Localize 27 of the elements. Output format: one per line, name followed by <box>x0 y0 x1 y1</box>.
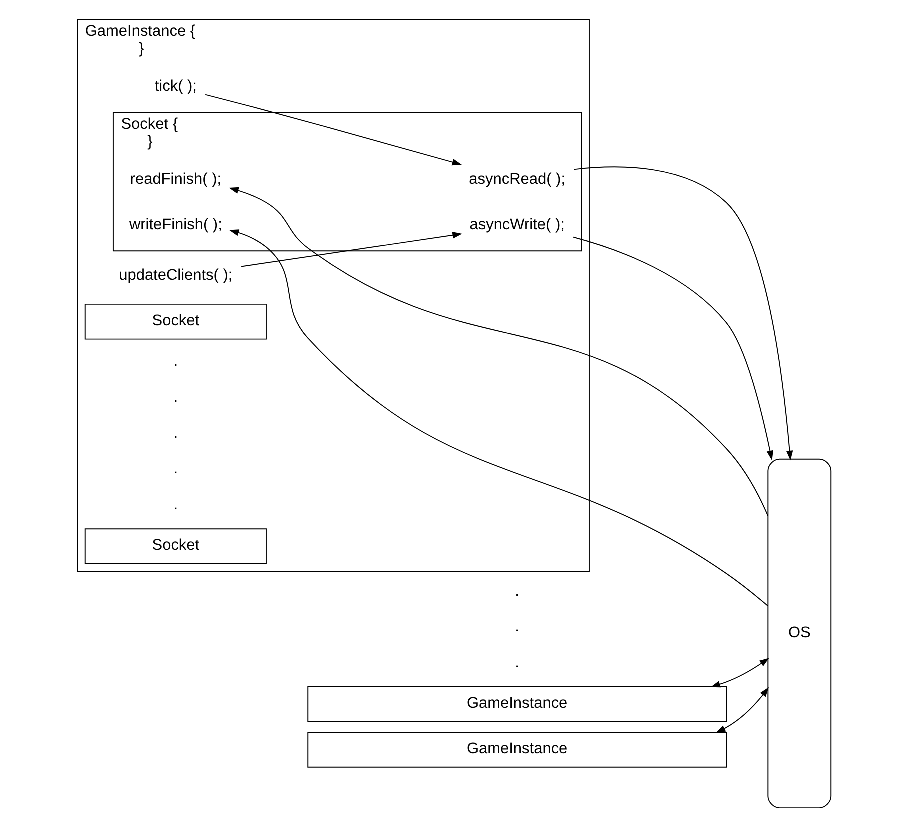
node-box: Socket <box>84 304 267 340</box>
label: . <box>174 353 178 370</box>
arrow <box>241 232 462 268</box>
node-box: OS <box>768 458 832 809</box>
label: . <box>174 424 178 442</box>
node-box: Socket <box>84 528 267 564</box>
node-text: asyncWrite( ); <box>470 216 565 234</box>
arrow <box>229 187 769 516</box>
arrow <box>573 236 774 461</box>
node-box: GameInstance <box>308 732 727 768</box>
node-text: readFinish( ); <box>130 171 222 188</box>
label: . <box>515 654 520 672</box>
node-text: tick( ); <box>154 78 198 96</box>
arrow <box>710 658 770 688</box>
label: . <box>174 389 178 406</box>
node-box: GameInstance <box>308 686 727 722</box>
label: . <box>174 496 178 514</box>
arrow <box>205 94 462 166</box>
node-text: updateClients( ); <box>119 267 233 284</box>
label: . <box>174 460 178 478</box>
label: . <box>515 618 520 636</box>
arrow <box>229 230 769 607</box>
node-text: writeFinish( ); <box>129 216 222 234</box>
arrow <box>574 166 794 461</box>
arrow <box>716 687 769 734</box>
node-text: asyncRead( ); <box>469 171 566 188</box>
label: . <box>515 582 520 600</box>
